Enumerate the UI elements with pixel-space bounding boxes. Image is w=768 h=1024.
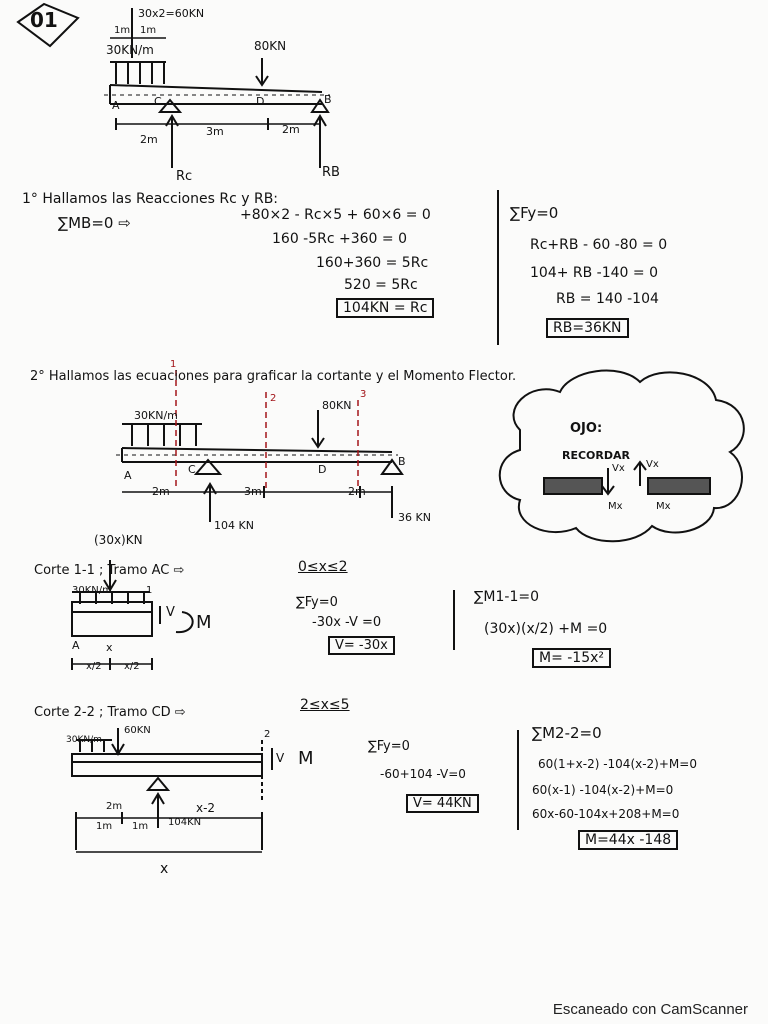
step2-cut3: 3 — [360, 389, 367, 400]
cut22-x-minus-2: x-2 — [196, 801, 216, 815]
label-point-load-top: 30x2=60KN — [138, 7, 205, 20]
cut11-a: A — [72, 639, 80, 652]
step2-cut1: 1 — [170, 359, 177, 370]
step2-title: 2° Hallamos las ecuaciones para graficar… — [30, 369, 517, 384]
cut22-cut-n: 2 — [264, 729, 271, 740]
cut11-x2b: x/2 — [124, 661, 140, 672]
cut11-x: x — [106, 641, 113, 654]
cloud-m-right: Mx — [656, 501, 671, 512]
cut22-v-result: V= 44KN — [406, 794, 479, 813]
cut22-title: Corte 2-2 ; Tramo CD ⇨ — [34, 705, 186, 720]
cut11-fy-eq: -30x -V =0 — [312, 615, 382, 630]
cloud-title: OJO: — [570, 421, 603, 436]
cut22-d1m-a: 1m — [96, 821, 113, 832]
cut22-d2m: 2m — [106, 801, 123, 812]
cut11-v: V — [166, 605, 175, 620]
label-rc: Rc — [176, 169, 193, 184]
cut22-m-label: ∑M2-2=0 — [532, 724, 602, 742]
cut22-x: x — [160, 861, 169, 877]
cut11-title: Corte 1-1 ; Tramo AC ⇨ — [34, 563, 185, 578]
cloud-subtitle: RECORDAR — [562, 449, 630, 462]
cut11-m-label: ∑M1-1=0 — [474, 589, 540, 605]
cut22-range: 2≤x≤5 — [300, 697, 350, 713]
step2-cut2: 2 — [270, 393, 277, 404]
step1-eq3: 160+360 = 5Rc — [316, 255, 429, 271]
cut22-m1: 60(1+x-2) -104(x-2)+M=0 — [538, 757, 697, 771]
cut22-v: V — [276, 751, 285, 765]
cloud-m-left: Mx — [608, 501, 623, 512]
label-1m-a: 1m — [114, 25, 131, 36]
footer-watermark: Escaneado con CamScanner — [552, 1001, 748, 1018]
cloud-blocks — [543, 477, 711, 495]
label-1m-b: 1m — [140, 25, 157, 36]
cloud-v-left: Vx — [612, 463, 625, 474]
cut22-m: M — [298, 748, 314, 769]
step2-span-2m-b: 2m — [348, 485, 366, 498]
label-span-3m: 3m — [206, 125, 224, 138]
cut22-60kn: 60KN — [124, 725, 151, 736]
step1-moment-label: ∑MB=0 ⇨ — [58, 214, 131, 232]
label-80kn: 80KN — [254, 39, 287, 53]
cut11-m-result: M= -15x² — [532, 648, 612, 668]
step2-80kn: 80KN — [322, 399, 352, 412]
cut11-dist-load: 30KN/m — [72, 585, 112, 596]
cloud-shape — [498, 369, 745, 543]
cut22-d1m-b: 1m — [132, 821, 149, 832]
cut22-fy-eq: -60+104 -V=0 — [380, 767, 466, 781]
cloud-v-right: Vx — [646, 459, 659, 470]
cut-lines — [175, 370, 359, 490]
step2-rb-val: 36 KN — [398, 511, 431, 524]
step2-label-c: C — [188, 463, 196, 476]
label-span-2m-b: 2m — [282, 123, 300, 136]
step1-result-rb: RB=36KN — [546, 318, 629, 338]
cut22-m2: 60(x-1) -104(x-2)+M=0 — [532, 783, 674, 797]
cut11-m: M — [196, 612, 212, 633]
cut22-dist-load: 30KN/m — [66, 735, 102, 745]
cut22-fy-label: ∑Fy=0 — [368, 739, 410, 754]
label-rb: RB — [322, 165, 340, 180]
label-span-2m: 2m — [140, 133, 158, 146]
step1-eq2: 160 -5Rc +360 = 0 — [272, 231, 407, 247]
label-d: D — [256, 95, 265, 108]
cut22-104kn: 104KN — [168, 817, 202, 828]
step2-rc-val: 104 KN — [214, 519, 254, 532]
cut11-diagram — [71, 560, 194, 670]
step1-eq1: +80×2 - Rc×5 + 60×6 = 0 — [240, 207, 431, 223]
cut22-diagram — [71, 728, 273, 853]
cut11-m-eq: (30x)(x/2) +M =0 — [484, 621, 608, 637]
step1-fy2: 104+ RB -140 = 0 — [530, 265, 658, 281]
step2-label-a: A — [124, 469, 132, 482]
cut11-range: 0≤x≤2 — [298, 559, 348, 575]
cut11-v-result: V= -30x — [328, 636, 395, 655]
label-b: B — [324, 93, 332, 106]
step1-fy-label: ∑Fy=0 — [510, 204, 559, 222]
diagram2-beam — [116, 410, 404, 522]
diagram1-beam — [104, 8, 330, 168]
step1-title: 1° Hallamos las Reacciones Rc y RB: — [22, 191, 279, 207]
cut11-fy-label: ∑Fy=0 — [296, 595, 338, 610]
cut11-cut-n: 1 — [146, 585, 153, 596]
step1-eq4: 520 = 5Rc — [344, 277, 418, 293]
step2-label-d: D — [318, 463, 327, 476]
step1-fy1: Rc+RB - 60 -80 = 0 — [530, 237, 668, 253]
step2-span-2m: 2m — [152, 485, 170, 498]
cut22-m-result: M=44x -148 — [578, 830, 679, 850]
label-dist-load: 30KN/m — [106, 43, 154, 57]
cut11-x2a: x/2 — [86, 661, 102, 672]
page-number-badge — [16, 2, 80, 48]
step2-label-b: B — [398, 455, 406, 468]
step2-dist-load: 30KN/m — [134, 409, 178, 422]
cut22-m3: 60x-60-104x+208+M=0 — [532, 807, 680, 821]
step1-result-rc: 104KN = Rc — [336, 298, 435, 318]
page-number: 01 — [30, 8, 58, 32]
step1-fy3: RB = 140 -104 — [556, 291, 659, 307]
cut11-load-label: (30x)KN — [94, 533, 143, 547]
step2-span-3m: 3m — [244, 485, 262, 498]
label-a: A — [112, 99, 120, 112]
label-c: C — [154, 95, 162, 108]
